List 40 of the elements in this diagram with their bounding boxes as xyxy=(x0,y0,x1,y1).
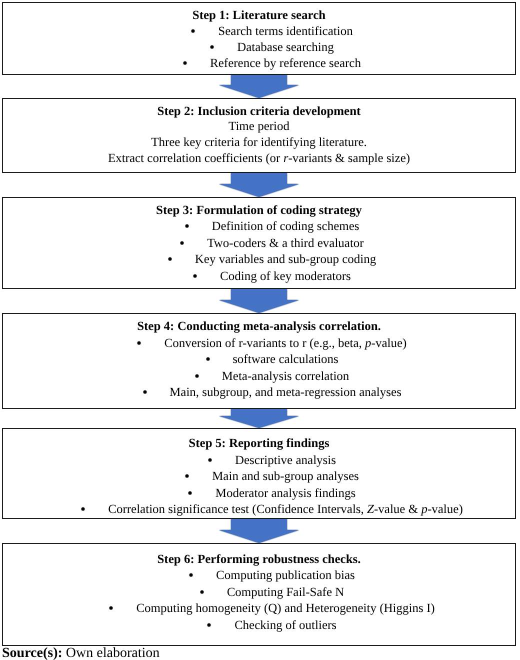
body-text: Extract correlation coefficients (or r-variants & sample size) xyxy=(108,150,410,166)
body-text: Time period xyxy=(228,119,290,135)
source-caption: Source(s): Own elaboration xyxy=(2,647,160,660)
step-box xyxy=(2,428,516,519)
block-arrow xyxy=(219,173,299,197)
list-item: Two-coders & a third evaluator xyxy=(207,234,364,251)
list-item: Computing Fail-Safe N xyxy=(226,584,344,600)
step-heading: Step 5: Reporting findings xyxy=(188,435,330,452)
step-box xyxy=(2,543,516,646)
step-heading: Step 3: Formulation of coding strategy xyxy=(156,202,362,218)
list-item: Conversion of r-variants to r (e.g., beta, p-value) xyxy=(164,334,407,351)
list-item: Database searching xyxy=(237,38,334,54)
step-heading: Step 6: Performing robustness checks. xyxy=(157,550,361,568)
list-item: Descriptive analysis xyxy=(234,452,336,468)
list-item: Correlation significance test (Confidence Intervals, Z-value & p-value) xyxy=(108,501,463,518)
step-box xyxy=(2,197,516,289)
step-heading: Step 1: Literature search xyxy=(192,6,326,22)
step-box xyxy=(2,2,516,75)
list-item: Reference by reference search xyxy=(210,54,361,70)
list-item: Meta-analysis correlation xyxy=(222,368,350,384)
list-item: software calculations xyxy=(232,351,338,368)
step-heading: Step 4: Conducting meta-analysis correlation. xyxy=(137,318,381,334)
body-text: Three key criteria for identifying literature. xyxy=(151,134,367,151)
list-item: Computing publication bias xyxy=(216,567,355,584)
block-arrow xyxy=(219,519,299,543)
list-item: Key variables and sub-group coding xyxy=(194,251,376,268)
list-item: Definition of coding schemes xyxy=(212,218,360,234)
step-box xyxy=(2,98,516,173)
step-heading: Step 2: Inclusion criteria development xyxy=(157,104,361,120)
step-box xyxy=(2,313,516,409)
block-arrow xyxy=(219,409,299,428)
block-arrow xyxy=(219,289,299,313)
block-arrow xyxy=(219,75,299,98)
list-item: Main, subgroup, and meta-regression analyses xyxy=(170,384,402,400)
list-item: Search terms identification xyxy=(218,22,353,38)
list-item: Coding of key moderators xyxy=(220,268,351,284)
list-item: Moderator analysis findings xyxy=(215,484,356,502)
list-item: Main and sub-group analyses xyxy=(212,468,359,485)
list-item: Computing homogeneity (Q) and Heterogeneity (Higgins I) xyxy=(136,600,435,617)
list-item: Checking of outliers xyxy=(234,616,337,634)
